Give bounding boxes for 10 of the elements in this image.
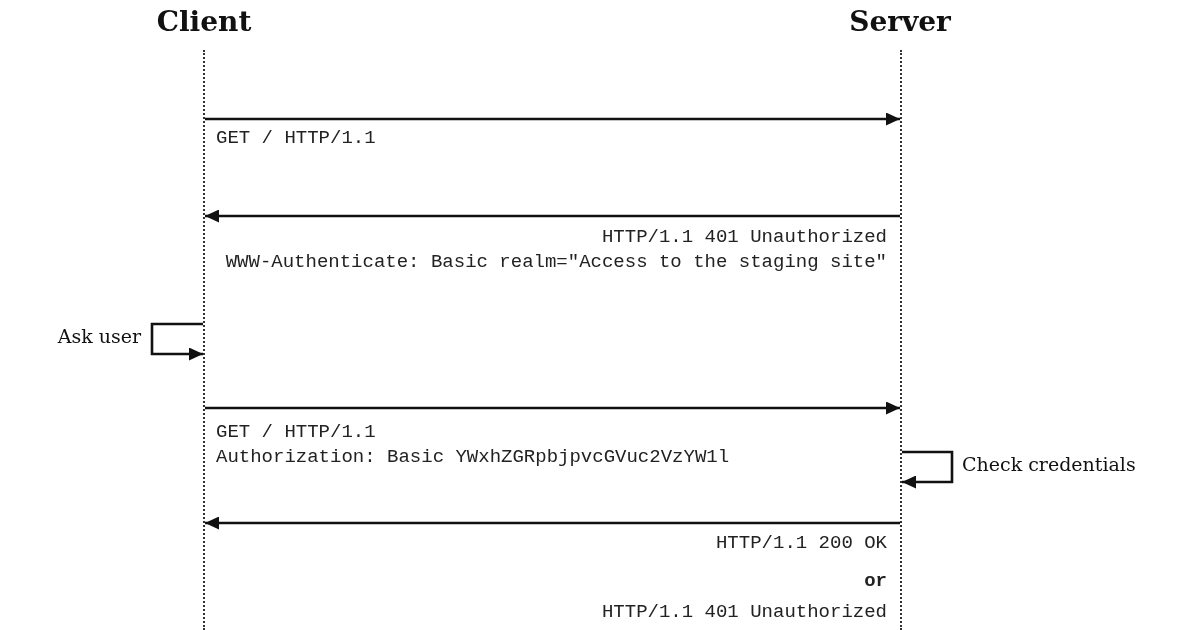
arrow [205, 516, 900, 530]
self-loop-arrow [150, 322, 203, 361]
lifeline [203, 50, 205, 630]
self-loop-arrow [902, 450, 954, 489]
participant-heading: Client [156, 4, 252, 40]
participant-heading: Server [849, 4, 951, 40]
lifeline [900, 50, 902, 630]
arrow [205, 209, 900, 223]
arrow [205, 401, 900, 415]
arrow [205, 112, 900, 126]
